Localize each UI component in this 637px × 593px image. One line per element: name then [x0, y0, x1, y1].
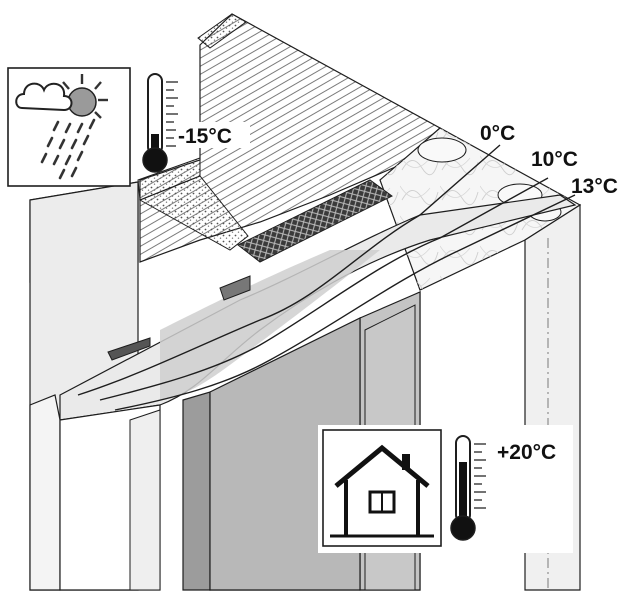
plaster-band [29, 194, 577, 591]
top-slab [137, 13, 442, 263]
isotherm-label-13c: 13°C [571, 175, 618, 198]
outside-temperature-label: -15°C [178, 125, 232, 148]
inside-thermometer-icon [450, 435, 486, 541]
isotherm-13c-line [114, 194, 576, 411]
membrane-strip [237, 179, 393, 263]
isotherm-lines [77, 144, 576, 411]
isotherm-label-0c: 0°C [480, 122, 515, 145]
isotherm-10c-line [99, 177, 549, 401]
inside-temperature-label: +20°C [497, 441, 556, 464]
house-icon [330, 444, 434, 538]
isotherm-0c-line [77, 144, 501, 396]
outside-conditions-panel [7, 67, 131, 187]
inside-conditions-panel [318, 425, 573, 553]
outside-thermometer-icon [142, 73, 178, 173]
isotherm-label-10c: 10°C [531, 148, 578, 171]
cloud-sun-rain-icon [15, 74, 108, 180]
